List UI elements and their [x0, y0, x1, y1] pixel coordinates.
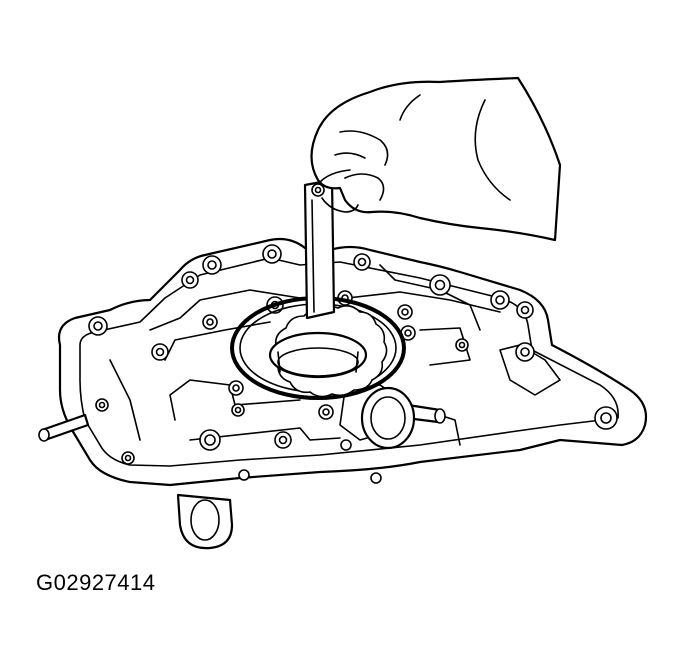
outlet-port — [360, 386, 416, 450]
feeler-gauge — [303, 178, 336, 320]
figure-id-code: G02927414 — [36, 570, 156, 595]
drive-rotor-bore — [268, 331, 368, 379]
bolt-holes — [88, 244, 618, 484]
lower-boss — [176, 493, 234, 550]
locating-pin-right — [404, 403, 446, 424]
locating-pin-left — [38, 413, 90, 442]
technician-hand — [310, 76, 562, 242]
